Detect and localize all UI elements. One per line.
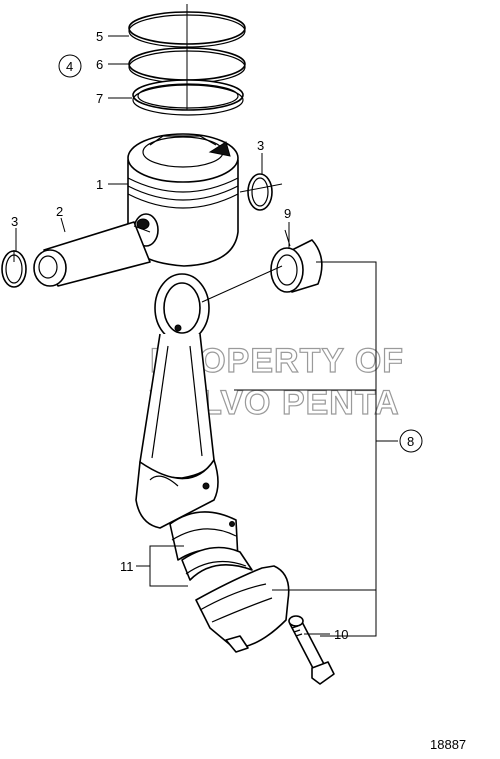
connecting-rod-bolt [288,615,335,685]
leader-lines [15,35,398,637]
callout-4: 4 [66,59,73,74]
callout-4-circle [58,54,82,78]
connecting-rod-cap [195,565,290,653]
piston-rings [128,4,246,116]
connecting-rod [135,273,219,529]
circlip-left [1,250,27,288]
callout-3-left: 3 [11,214,18,229]
big-end-bearing-shells [169,511,253,581]
callout-11: 11 [120,559,134,574]
callout-10: 10 [334,627,348,642]
callout-5: 5 [96,29,103,44]
callout-6: 6 [96,57,103,72]
callout-1: 1 [96,177,103,192]
callout-9: 9 [284,206,291,221]
callout-3-right: 3 [257,138,264,153]
drawing-number: 18887 [430,737,466,752]
callout-2: 2 [56,204,63,219]
oil-control-ring [132,79,244,116]
piston-pin [33,221,151,287]
callout-8: 8 [407,434,414,449]
piston [127,133,239,267]
callout-8-circle [399,429,423,453]
small-end-bushing [270,229,323,293]
callout-7: 7 [96,91,103,106]
callouts: 5 6 4 7 1 3 3 2 9 8 11 10 [11,29,423,642]
circlip-right [239,173,283,211]
